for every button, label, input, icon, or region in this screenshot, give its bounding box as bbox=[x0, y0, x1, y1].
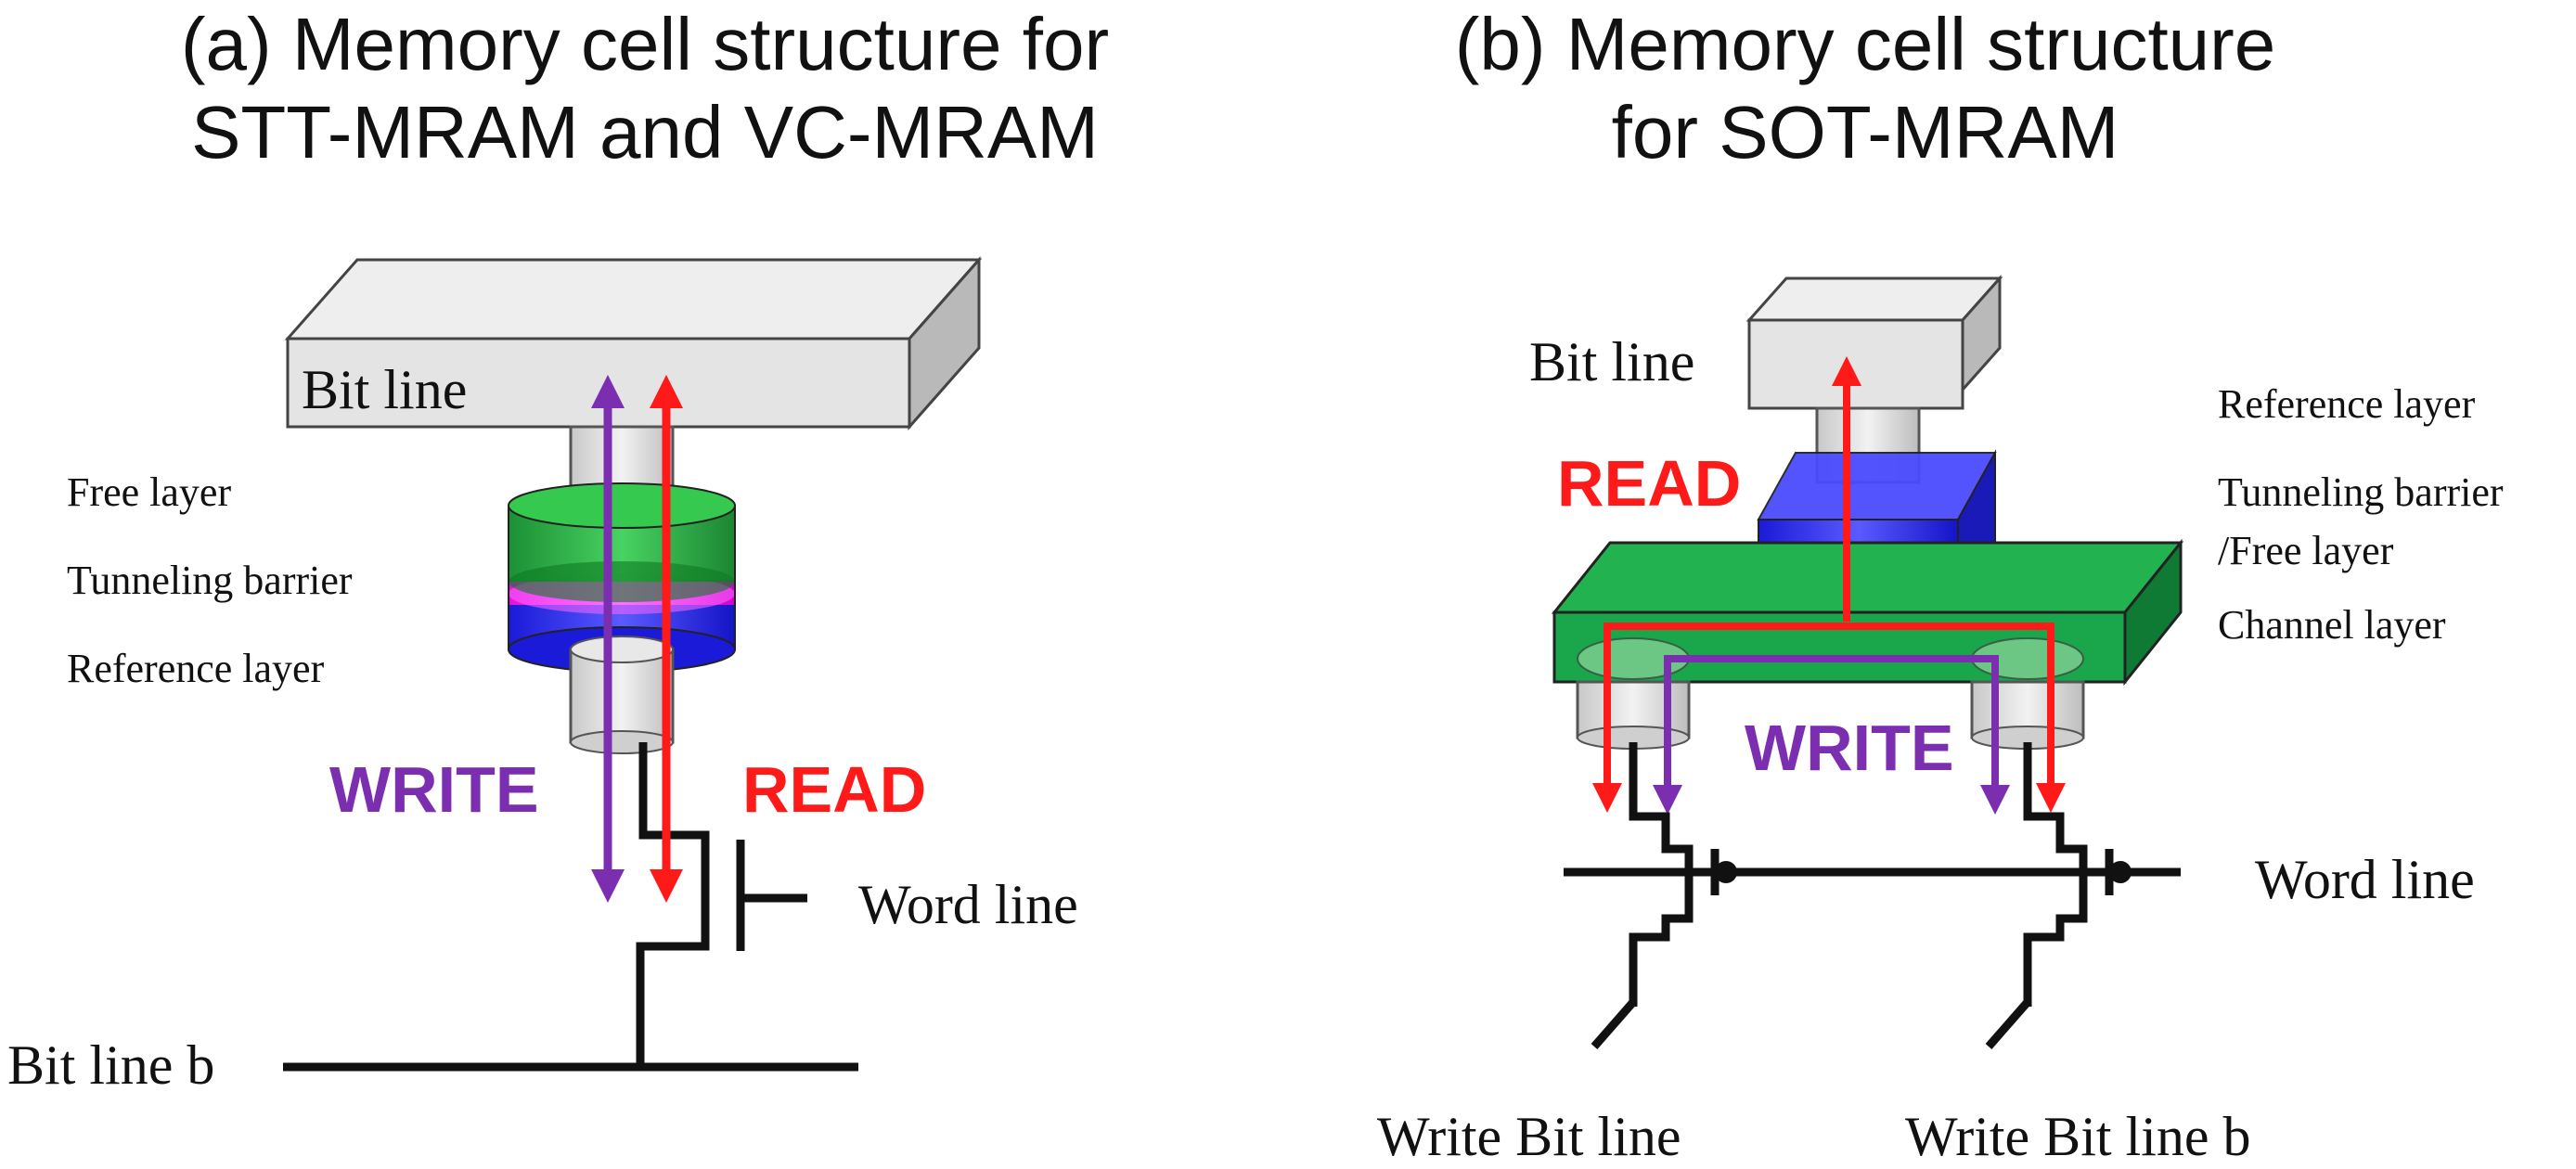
panel-a-title-line2: STT-MRAM and VC-MRAM bbox=[191, 91, 1099, 173]
left-pillar-b bbox=[1576, 637, 1691, 750]
reference-layer-label: Reference layer bbox=[67, 646, 325, 691]
free-layer-label: Free layer bbox=[67, 469, 231, 515]
circuit-b bbox=[1564, 742, 2181, 1049]
write-label-b: WRITE bbox=[1745, 712, 1954, 784]
panel-a: (a) Memory cell structure for STT-MRAM a… bbox=[7, 3, 1109, 1096]
panel-b: (b) Memory cell structure for SOT-MRAM B… bbox=[1377, 3, 2504, 1167]
read-branch-b bbox=[1592, 623, 2066, 813]
reference-layer-label-b: Reference layer bbox=[2218, 381, 2476, 427]
word-line-label-b: Word line bbox=[2255, 849, 2475, 910]
write-bit-line-label: Write Bit line bbox=[1377, 1106, 1681, 1167]
tunneling-barrier-label-b: Tunneling barrier bbox=[2218, 469, 2504, 515]
channel-layer-label: Channel layer bbox=[2218, 602, 2446, 648]
bottom-pillar bbox=[569, 636, 675, 754]
right-pillar-b bbox=[1970, 637, 2085, 750]
panel-b-title-line1: (b) Memory cell structure bbox=[1455, 3, 2276, 85]
bit-line-b-label: Bit line b bbox=[7, 1034, 214, 1096]
bit-line-label: Bit line bbox=[302, 359, 467, 420]
write-bit-line-b-label: Write Bit line b bbox=[1905, 1106, 2251, 1167]
read-label-b: READ bbox=[1557, 447, 1741, 520]
write-label-a: WRITE bbox=[329, 753, 539, 826]
panel-a-title-line1: (a) Memory cell structure for bbox=[181, 3, 1109, 85]
bit-line-electrode-b bbox=[1745, 275, 2003, 410]
panel-b-title-line2: for SOT-MRAM bbox=[1612, 91, 2119, 173]
tunneling-barrier-label: Tunneling barrier bbox=[67, 558, 353, 603]
free-layer-label-b: /Free layer bbox=[2218, 528, 2394, 573]
read-label-a: READ bbox=[742, 753, 926, 826]
write-path-b bbox=[1653, 655, 2010, 815]
bit-line-label-b: Bit line bbox=[1529, 331, 1694, 392]
word-line-label-a: Word line bbox=[858, 874, 1078, 935]
cell-wire bbox=[636, 742, 710, 1067]
